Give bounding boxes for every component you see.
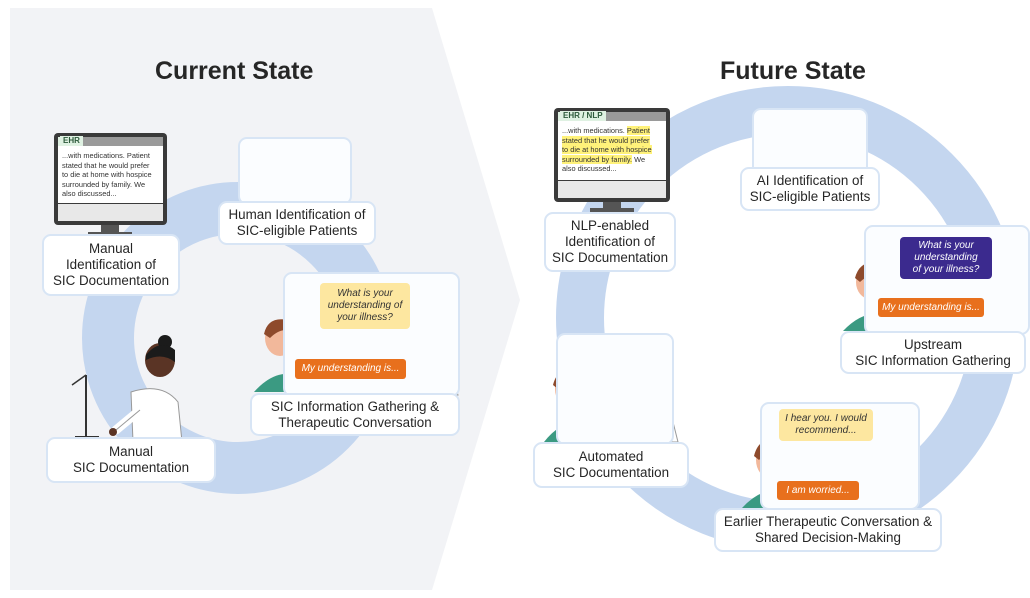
speech-bubble-patient: I am worried...	[777, 481, 859, 500]
ehr-nlp-tab-label: EHR / NLP	[560, 111, 606, 121]
speech-bubble-clinician: I hear you. I would recommend...	[779, 409, 873, 441]
step-ai-identification: AI Identification of SIC-eligible Patien…	[740, 167, 880, 211]
step-information-gathering: SIC Information Gathering & Therapeutic …	[250, 393, 460, 436]
step-nlp-identification: NLP-enabled Identification of SIC Docume…	[544, 212, 676, 272]
step-automated-documentation: Automated SIC Documentation	[533, 442, 689, 488]
ehr-nlp-note-text: ...with medications. Patient stated that…	[562, 126, 652, 174]
monitor-icon	[54, 133, 167, 236]
current-state-title: Current State	[155, 57, 314, 85]
speech-bubble-patient: My understanding is...	[295, 359, 406, 379]
clinician-icon	[109, 335, 183, 443]
step-manual-documentation: Manual SIC Documentation	[46, 437, 216, 483]
ehr-note-text: ...with medications. Patient stated that…	[62, 151, 152, 199]
automated-scene-frame	[556, 333, 674, 445]
step-human-identification: Human Identification of SIC-eligible Pat…	[218, 201, 376, 245]
speech-bubble-patient: My understanding is...	[878, 298, 984, 317]
step-upstream-gathering: Upstream SIC Information Gathering	[840, 331, 1026, 374]
future-state-title: Future State	[720, 57, 866, 85]
step-earlier-conversation: Earlier Therapeutic Conversation & Share…	[714, 508, 942, 552]
people-grid-frame	[238, 137, 352, 205]
ehr-tab-label: EHR	[60, 136, 83, 146]
speech-bubble-robot: What is your understanding of your illne…	[900, 237, 992, 279]
people-grid-frame	[752, 108, 868, 176]
step-manual-identification: Manual Identification of SIC Documentati…	[42, 234, 180, 296]
speech-bubble-clinician: What is your understanding of your illne…	[320, 283, 410, 329]
